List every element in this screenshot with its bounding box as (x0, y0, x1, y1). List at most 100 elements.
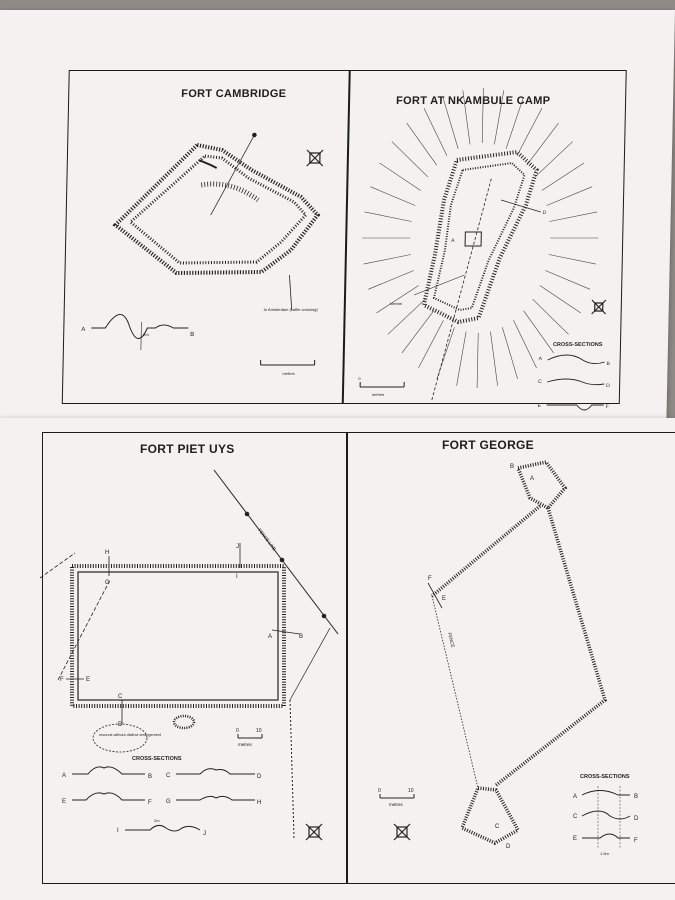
slope-line (494, 90, 505, 145)
slope-line (462, 90, 471, 145)
slope-line (423, 107, 448, 156)
slope-line (541, 162, 585, 191)
fort-piet-uys-title: FORT PIET UYS (140, 442, 235, 456)
george-sections-title: CROSS-SECTIONS (580, 774, 630, 780)
george-scale-bar (379, 794, 415, 799)
slope-line (534, 141, 573, 178)
piet-point-i: I (236, 574, 238, 580)
piet-scale-ten: 10 (256, 728, 262, 734)
george-cross-sections (581, 786, 631, 848)
piet-cs-f: F (148, 800, 152, 806)
piet-cs-i: I (117, 828, 119, 834)
nkambule-point-a2: A (539, 356, 543, 362)
piet-cs-e: E (62, 799, 66, 805)
piet-point-a: A (268, 634, 272, 640)
slope-line (387, 298, 426, 335)
nkambule-point-c: C (538, 379, 542, 385)
george-cs-a: A (573, 794, 577, 800)
piet-scale-bar (237, 734, 263, 739)
george-cs-b: B (634, 794, 638, 800)
slope-line (548, 254, 596, 265)
slope-line (391, 141, 429, 178)
george-cs-d: D (634, 816, 639, 822)
piet-point-d: D (118, 722, 123, 728)
compass-rose-icon (393, 823, 411, 841)
slope-line (406, 122, 437, 166)
slope-line (526, 122, 559, 166)
slope-line (502, 327, 518, 380)
george-scale-ten: 10 (408, 788, 414, 794)
slope-line (516, 107, 543, 156)
george-cs-e: E (573, 836, 577, 842)
slope-line (418, 320, 444, 369)
nkambule-point-dd: D (606, 383, 610, 389)
george-point-f: F (428, 576, 432, 582)
nkambule-point-f: F (606, 404, 609, 410)
george-cs-c: C (573, 814, 578, 820)
piet-cs-c: C (166, 773, 171, 779)
compass-rose-icon (306, 149, 324, 167)
piet-scale-label: metres (238, 742, 253, 747)
george-point-c: C (495, 824, 500, 830)
nkambule-stream-label: stream (390, 301, 403, 306)
piet-scale-zero: 0 (236, 728, 239, 734)
slope-line (476, 333, 479, 388)
piet-point-j: J (236, 544, 239, 550)
piet-fence-label: FENCE LINE (257, 528, 277, 552)
cambridge-point-b: B (190, 332, 194, 338)
slope-line (513, 320, 537, 369)
top-page: FORT CAMBRIDGE FORT AT NKAMBULE CAMP to … (0, 10, 675, 422)
piet-sections-title: CROSS-SECTIONS (132, 756, 182, 762)
nkambule-point-a: A (451, 238, 455, 244)
george-scale-zero: 0 (378, 788, 381, 794)
slope-line (436, 327, 455, 380)
slope-line (532, 298, 569, 335)
top-page-drawings: to Amsterdam (cattle crossing) A B 2m me… (81, 88, 611, 411)
george-fence-label: FENCE (447, 632, 456, 648)
nkambule-point-b: B (607, 361, 611, 367)
slope-line (546, 186, 593, 206)
compass-rose-icon (305, 823, 323, 841)
nkambule-point-d: D (543, 210, 547, 216)
george-point-a: A (530, 476, 534, 482)
nkambule-radial-slope-lines (362, 88, 599, 388)
slope-line (539, 285, 582, 314)
nkambule-scale-zero: 0 (358, 376, 361, 381)
nkambule-sections-title: CROSS-SECTIONS (553, 342, 603, 348)
slope-line (545, 270, 591, 290)
piet-cs-a: A (62, 773, 66, 779)
cambridge-point-a: A (81, 327, 85, 333)
piet-cs-j: J (203, 831, 206, 837)
george-point-d: D (506, 844, 511, 850)
nkambule-scale-label: metres (372, 392, 384, 397)
slope-line (370, 186, 416, 206)
bottom-page-divider (346, 432, 348, 884)
george-width-label: 1.5m (600, 851, 610, 856)
piet-cs-g: G (166, 799, 171, 805)
piet-point-h: H (105, 550, 109, 556)
slope-line (364, 211, 412, 222)
slope-line (363, 254, 411, 265)
slope-line (379, 162, 421, 191)
slope-line (401, 310, 434, 354)
george-cs-f: F (634, 838, 638, 844)
fort-cambridge-plan (112, 132, 321, 311)
piet-mounds-label: mounds without distinct arrangement (99, 733, 162, 737)
piet-cs-d: D (257, 774, 262, 780)
fort-george-title: FORT GEORGE (442, 438, 534, 452)
nkambule-plan (413, 149, 541, 401)
slope-line (549, 211, 598, 222)
slope-line (456, 331, 467, 386)
compass-rose-icon (591, 299, 607, 315)
cambridge-scale-label: metres (282, 371, 294, 376)
slope-line (368, 270, 414, 290)
slope-line (481, 88, 484, 143)
george-point-b: B (510, 464, 514, 470)
bottom-page: FORT PIET UYS FORT GEORGE FENCE LIN (0, 418, 675, 900)
fort-george-plan (427, 460, 608, 845)
piet-point-b: B (299, 634, 303, 640)
cambridge-depth: 2m (143, 332, 149, 337)
piet-uys-plan (39, 469, 339, 839)
cambridge-note: to Amsterdam (cattle crossing) (264, 307, 319, 312)
piet-cs-h: H (257, 800, 261, 806)
